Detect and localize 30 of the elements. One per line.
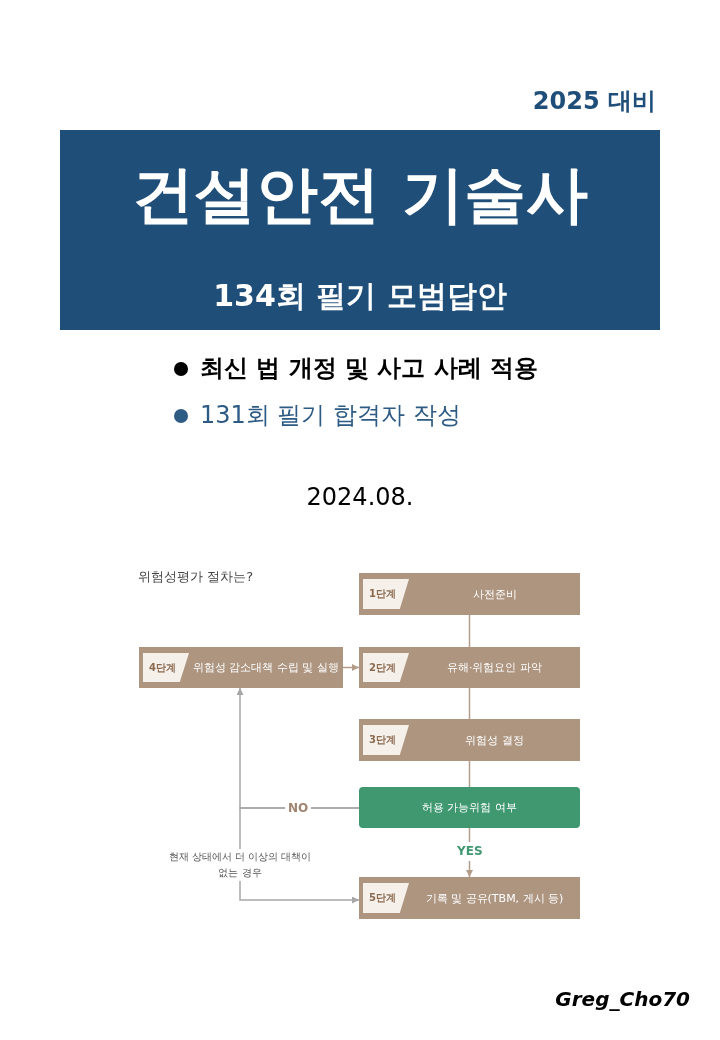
connector-line: [468, 614, 471, 648]
step-tag: 2단계: [363, 653, 409, 682]
decision-box: [359, 787, 580, 828]
process-box: [139, 647, 343, 688]
question-heading: 위험성평가 절차는?: [138, 568, 254, 586]
process-box: [359, 573, 580, 615]
edition-label: 2025 대비: [531, 86, 656, 117]
decision-label: 허용 가능위험 여부: [421, 800, 518, 815]
arrow: [342, 664, 360, 671]
process-box: [359, 719, 580, 761]
process-box: [359, 877, 580, 919]
bullet-text: 131회 필기 합격자 작성: [200, 400, 461, 431]
step-label: 기록 및 공유(TBM, 게시 등): [424, 890, 565, 906]
step-tag: 1단계: [363, 579, 409, 609]
step-tag: 3단계: [363, 725, 409, 755]
connector-line: [468, 760, 471, 788]
date-label: 2024.08.: [305, 482, 415, 513]
connector-line: [468, 687, 471, 720]
title-banner: [60, 130, 660, 330]
process-box: [359, 647, 580, 688]
step-label: 사전준비: [471, 586, 518, 602]
step-tag: 4단계: [143, 653, 189, 682]
step-label: 위험성 결정: [464, 732, 525, 748]
step-label: 위험성 감소대책 수립 및 실행: [192, 660, 340, 675]
step-label: 유해·위험요인 파악: [446, 660, 543, 675]
subtitle: 134회 필기 모범답안: [212, 278, 508, 314]
step-tag: 5단계: [363, 883, 409, 913]
main-title: 건설안전 기술사: [131, 158, 589, 233]
bullet-text: 최신 법 개정 및 사고 사례 적용: [200, 353, 539, 384]
author-signature: Greg_Cho70: [554, 986, 690, 1012]
